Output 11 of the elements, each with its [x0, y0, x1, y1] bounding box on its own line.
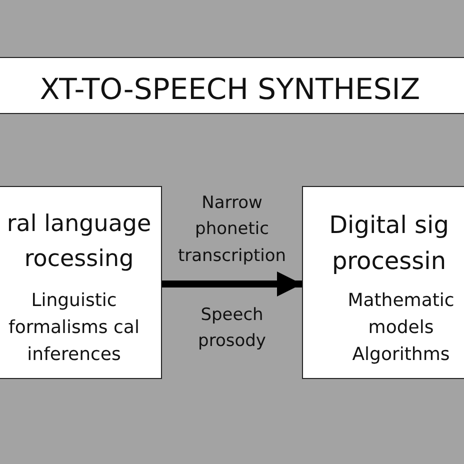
box-body-text: Linguistic formalisms cal inferences — [8, 289, 140, 367]
process-box — [302, 186, 464, 379]
edge-note: Speech prosody — [197, 304, 267, 354]
edge-label: Narrow phonetic transcription — [176, 192, 288, 268]
title-text: XT-TO-SPEECH SYNTHESIZ — [38, 71, 422, 108]
arrow — [162, 271, 302, 297]
process-box — [0, 186, 162, 379]
box-body-text: Mathematic models Algorithms — [346, 289, 456, 367]
box-heading: Digital sig processin — [328, 210, 450, 277]
title-band — [0, 57, 464, 114]
box-heading: ral language rocessing — [6, 210, 152, 274]
